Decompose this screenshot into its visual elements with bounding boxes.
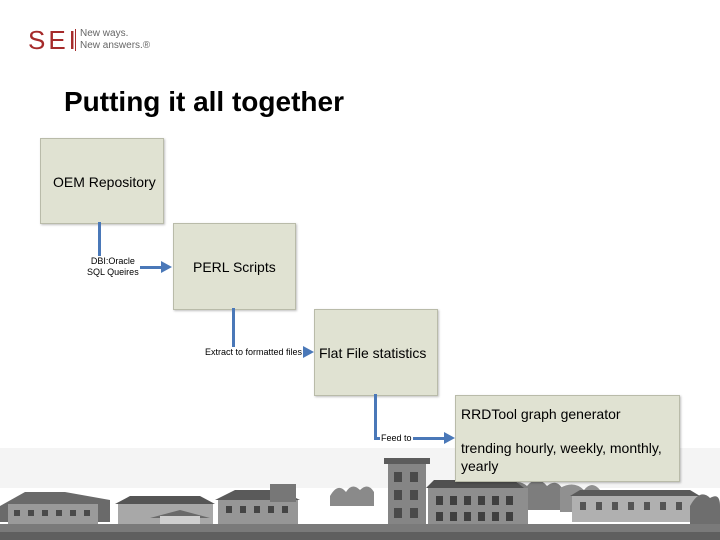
perl-scripts-label: PERL Scripts [193,259,276,275]
perl-scripts-box: PERL Scripts [173,223,296,310]
tagline-line-1: New ways. [80,28,129,39]
rrdtool-title-label: RRDTool graph generator [461,406,621,422]
connector-flatfile-to-rrdtool-vertical [374,394,377,440]
logo-divider [75,29,76,51]
arrow-to-rrdtool-icon [444,432,455,444]
connector-oem-to-perl-vertical [98,222,101,268]
connector-dbi-label: DBI:Oracle SQL Queires [86,256,140,278]
flat-file-statistics-label: Flat File statistics [319,345,427,361]
flat-file-statistics-box: Flat File statistics [314,309,438,396]
connector-perl-to-flatfile-vertical [232,308,235,354]
arrow-to-flatfile-icon [303,346,314,358]
tagline-line-2: New answers.® [80,40,151,51]
rrdtool-line1-label: trending hourly, weekly, monthly, [461,440,662,456]
connector-extract-label: Extract to formatted files [204,347,304,358]
dbi-line-1: DBI:Oracle [90,256,135,266]
connector-feed-label: Feed to [380,433,413,444]
logo-tagline: New ways. New answers.® [80,28,150,52]
logo-mark: SEI [28,25,79,55]
oem-repository-box: OEM Repository [40,138,164,224]
slide-title: Putting it all together [64,86,344,117]
rrdtool-line2-label: yearly [461,458,499,474]
arrow-to-perl-icon [161,261,172,273]
rrdtool-box: RRDTool graph generator trending hourly,… [455,395,680,482]
dbi-line-2: SQL Queires [87,267,139,277]
oem-repository-label: OEM Repository [53,174,156,190]
